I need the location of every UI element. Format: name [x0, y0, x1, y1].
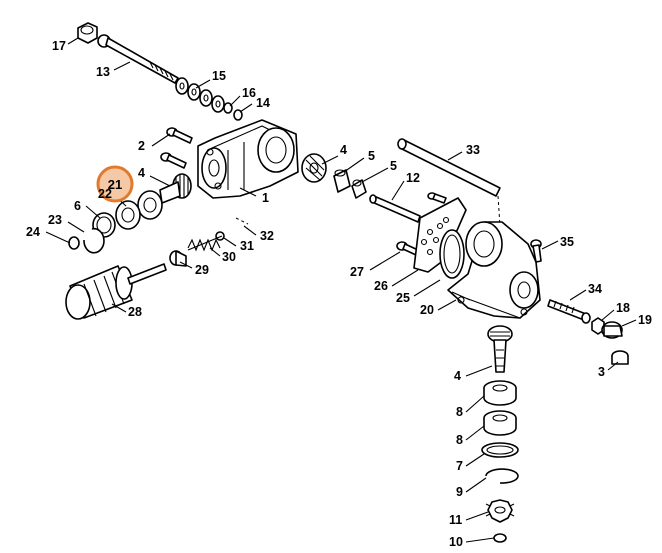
- callout-13: 13: [96, 65, 110, 79]
- callout-8-upper: 8: [456, 405, 463, 419]
- callout-22: 22: [98, 187, 112, 201]
- callout-2: 2: [138, 139, 145, 153]
- callout-16: 16: [242, 86, 256, 100]
- part-27-screw: [396, 241, 419, 256]
- callout-4-shaft: 4: [454, 369, 461, 383]
- highlight-label-21: 21: [108, 177, 122, 192]
- part-24-ring: [68, 236, 80, 250]
- callout-25: 25: [396, 291, 410, 305]
- part-35-screw: [530, 239, 542, 263]
- part-9-circlip: [485, 468, 519, 484]
- part-screw-small: [427, 192, 447, 204]
- part-5-bushing-b: [351, 179, 367, 199]
- part-10-ring: [493, 533, 507, 543]
- part-3-cap: [611, 350, 629, 365]
- callout-10: 10: [449, 535, 463, 549]
- leader-lines: [45, 37, 637, 543]
- part-12-shaft: [369, 194, 421, 223]
- part-30-spring: [187, 235, 223, 252]
- callout-34: 34: [588, 282, 602, 296]
- part-25-seal-ring: [439, 229, 465, 279]
- part-5-bushing-a: [333, 169, 351, 193]
- part-22-bearing: [115, 200, 141, 230]
- part-4-pinion-left: [159, 173, 192, 204]
- part-34-long-screw: [547, 299, 591, 324]
- part-8-bearing-lower: [483, 410, 517, 436]
- callout-4-gear: 4: [340, 143, 347, 157]
- callout-33: 33: [466, 143, 480, 157]
- part-31-ball: [215, 231, 225, 241]
- callout-15: 15: [212, 69, 226, 83]
- callout-6: 6: [74, 199, 81, 213]
- callout-26: 26: [374, 279, 388, 293]
- part-20-gear-head: [447, 221, 541, 319]
- callout-23: 23: [48, 213, 62, 227]
- callout-5-b: 5: [390, 159, 397, 173]
- part-15-washers: [175, 77, 225, 113]
- callout-11: 11: [449, 513, 462, 527]
- part-14-ring: [233, 109, 243, 121]
- callout-20: 20: [420, 303, 434, 317]
- callout-7: 7: [456, 459, 463, 473]
- part-28-drive-cylinder: [65, 263, 167, 320]
- part-33-rod: [397, 138, 501, 227]
- callout-4-pinion: 4: [138, 166, 145, 180]
- callout-5-a: 5: [368, 149, 375, 163]
- part-7-ring: [481, 442, 519, 458]
- part-13-long-bolt: [97, 34, 179, 84]
- callout-9: 9: [456, 485, 463, 499]
- callout-29: 29: [195, 263, 209, 277]
- callout-14: 14: [256, 96, 270, 110]
- callout-28: 28: [128, 305, 142, 319]
- callout-labels: 17 13 15 16 14 2 4 22 1 6 23 24 32 31 30…: [26, 39, 652, 549]
- part-8-bearing-upper: [483, 380, 517, 406]
- part-29-plug: [169, 250, 187, 267]
- part-21-bearing: [137, 190, 163, 220]
- part-19-plug: [601, 321, 623, 339]
- callout-17: 17: [52, 39, 66, 53]
- highlight-callout-21[interactable]: 21: [96, 165, 134, 203]
- part-11-sprocket: [485, 499, 515, 523]
- part-23-circlip: [83, 227, 105, 254]
- callout-12: 12: [406, 171, 420, 185]
- callout-32: 32: [260, 229, 274, 243]
- callout-31: 31: [240, 239, 254, 253]
- part-4-bevel-gear-middle: [301, 153, 327, 183]
- callout-8-lower: 8: [456, 433, 463, 447]
- part-2-screws: [160, 127, 193, 169]
- part-17-nut: [77, 22, 98, 44]
- callout-18: 18: [616, 301, 630, 315]
- callout-30: 30: [222, 250, 236, 264]
- part-32-pin: [235, 217, 249, 225]
- callout-1: 1: [262, 191, 269, 205]
- part-1-gear-housing: [197, 119, 299, 199]
- part-4-output-shaft: [487, 325, 513, 373]
- callout-3: 3: [598, 365, 605, 379]
- callout-24: 24: [26, 225, 40, 239]
- callout-27: 27: [350, 265, 364, 279]
- callout-19: 19: [638, 313, 652, 327]
- callout-35: 35: [560, 235, 574, 249]
